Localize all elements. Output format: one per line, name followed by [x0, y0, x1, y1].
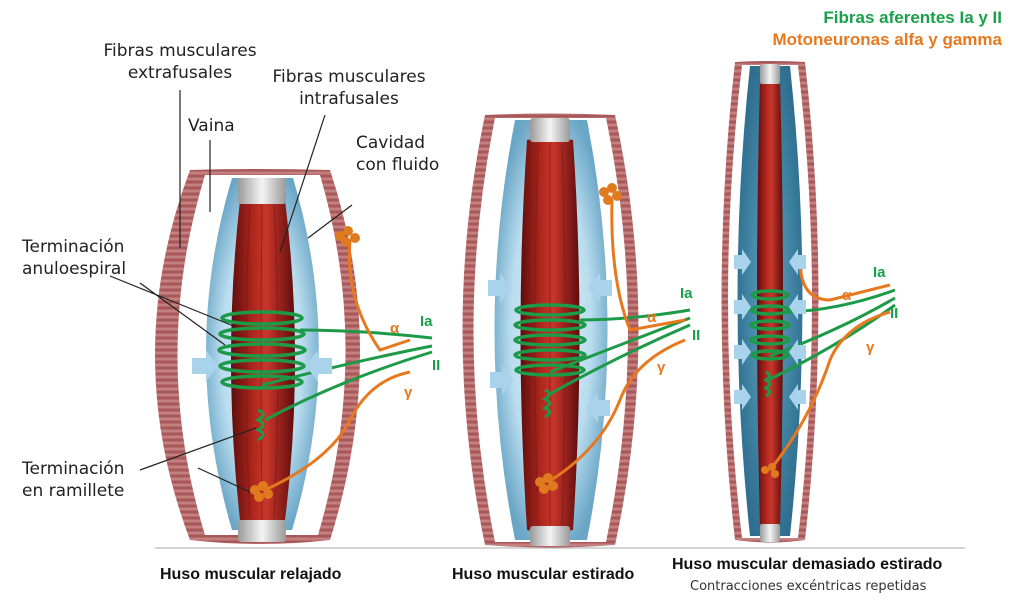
ii-label-3: II [890, 305, 898, 322]
caption-overstretched-sub: Contracciones excéntricas repetidas [690, 579, 927, 594]
motor-ending-gamma-1 [250, 481, 273, 502]
fiber-cap-top-3 [760, 64, 780, 84]
fiber-letters: α Ia II γ α Ia II γ α Ia II γ [390, 264, 898, 401]
spindle-overstretched [721, 61, 896, 543]
pressure-arrow-left-1 [192, 350, 218, 382]
leader-lines [109, 90, 353, 493]
flower-spray-1 [254, 408, 265, 442]
ia-label-1: Ia [420, 313, 433, 330]
legend: Fibras aferentes Ia y II Motoneuronas al… [772, 8, 1002, 50]
ia-label-3: Ia [873, 264, 886, 281]
afferent-ii-1 [261, 344, 433, 387]
annulospiral-ending-3 [749, 289, 791, 361]
gamma-motor-1 [264, 370, 411, 492]
afferent-ia-1 [299, 328, 433, 340]
motor-ending-alpha-1 [335, 226, 360, 247]
label-ramillete: Terminación en ramillete [22, 459, 125, 501]
ia-label-2: Ia [680, 285, 693, 302]
legend-motor: Motoneuronas alfa y gamma [772, 30, 1002, 49]
label-intrafusal: Fibras musculares intrafusales [272, 67, 426, 109]
gamma-label-2: γ [657, 359, 666, 376]
afferent-ia-2 [579, 308, 691, 322]
gamma-motor-2 [547, 338, 686, 484]
label-cavidad: Cavidad con fluido [356, 133, 440, 175]
label-vaina: Vaina [188, 116, 235, 136]
gamma-label-1: γ [404, 384, 413, 401]
spindle-relaxed [155, 169, 433, 544]
fiber-cap-top-1 [238, 178, 286, 204]
fiber-cap-bottom-1 [238, 520, 286, 542]
label-anuloespiral: Terminación anuloespiral [22, 237, 127, 279]
alpha-motor-1 [347, 239, 411, 352]
afferent-ii-3 [769, 296, 896, 358]
alpha-motor-2 [610, 199, 686, 332]
fiber-cap-bottom-2 [530, 526, 570, 546]
caption-overstretched: Huso muscular demasiado estirado [672, 556, 943, 573]
gamma-label-3: γ [866, 339, 875, 356]
fiber-cap-bottom-3 [760, 524, 780, 542]
alpha-label-3: α [842, 287, 852, 304]
annulospiral-ending-1 [217, 310, 307, 390]
fiber-cap-top-2 [530, 118, 570, 142]
caption-stretched: Huso muscular estirado [452, 566, 635, 583]
afferent-ii-2 [549, 316, 691, 374]
ii-label-2: II [692, 327, 700, 344]
spindle-stretched [462, 113, 691, 548]
intrafusal-fibers-3 [757, 78, 783, 530]
label-extrafusal: Fibras musculares extrafusales [103, 41, 257, 83]
gamma-motor-3 [768, 310, 891, 471]
alpha-label-2: α [647, 309, 657, 326]
caption-relaxed: Huso muscular relajado [160, 566, 342, 583]
ii-label-1: II [432, 357, 440, 374]
annulospiral-ending-2 [513, 303, 587, 377]
alpha-label-1: α [390, 320, 400, 337]
legend-afferent: Fibras aferentes Ia y II [823, 8, 1002, 27]
pressure-arrow-right-1 [306, 350, 332, 382]
